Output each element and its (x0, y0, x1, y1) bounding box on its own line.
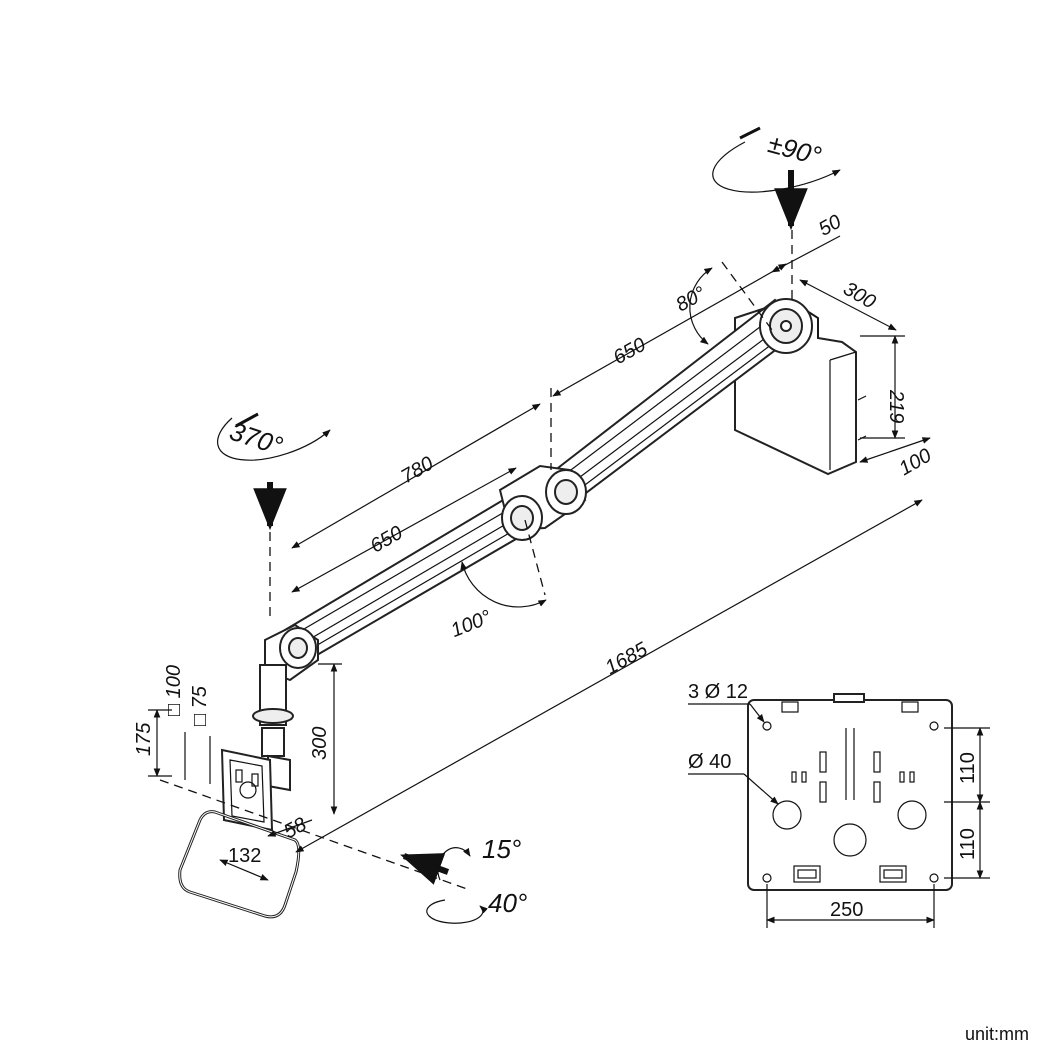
plate-spacing-bottom: 110 (957, 828, 979, 860)
angle-100: 100° (448, 606, 495, 642)
angle-80: 80° (672, 283, 709, 317)
top-swivel-icon (712, 126, 841, 231)
dim-clamp-offset-50: 50 (815, 211, 845, 241)
vesa-head (220, 748, 274, 832)
dim-vesa-100: □ 100 (163, 665, 185, 716)
dim-post-300: 300 (309, 727, 331, 760)
tilt-label: 15° (482, 834, 521, 864)
mounting-plate (747, 693, 953, 891)
unit-label: unit:mm (964, 1024, 1029, 1044)
base-swivel-label: 370° (226, 416, 286, 461)
dim-upper-arm-650: 650 (610, 334, 650, 369)
elbow-joint (498, 464, 587, 541)
post (252, 664, 294, 792)
plate-spacing-top: 110 (957, 752, 979, 784)
dim-offset-58: 58 (280, 813, 310, 843)
top-joint (759, 298, 813, 354)
plate-bore-label: Ø 40 (688, 751, 731, 773)
plate-width: 250 (830, 899, 863, 921)
dim-depth-300: 300 (839, 278, 879, 314)
dim-total-1685: 1685 (602, 638, 652, 679)
plate-holes-label: 3 Ø 12 (688, 681, 748, 703)
tilt-pan-icon (400, 847, 488, 924)
dim-lower-arm-650: 650 (367, 522, 407, 558)
pan-label: 40° (488, 888, 527, 918)
dim-width-132: 132 (228, 845, 261, 867)
dim-height-219: 219 (885, 389, 907, 423)
top-swivel-label: ±90° (765, 128, 825, 171)
dim-vesa-75: □ 75 (189, 685, 211, 726)
dim-bracket-100: 100 (895, 445, 935, 481)
dim-height-175: 175 (133, 722, 155, 756)
